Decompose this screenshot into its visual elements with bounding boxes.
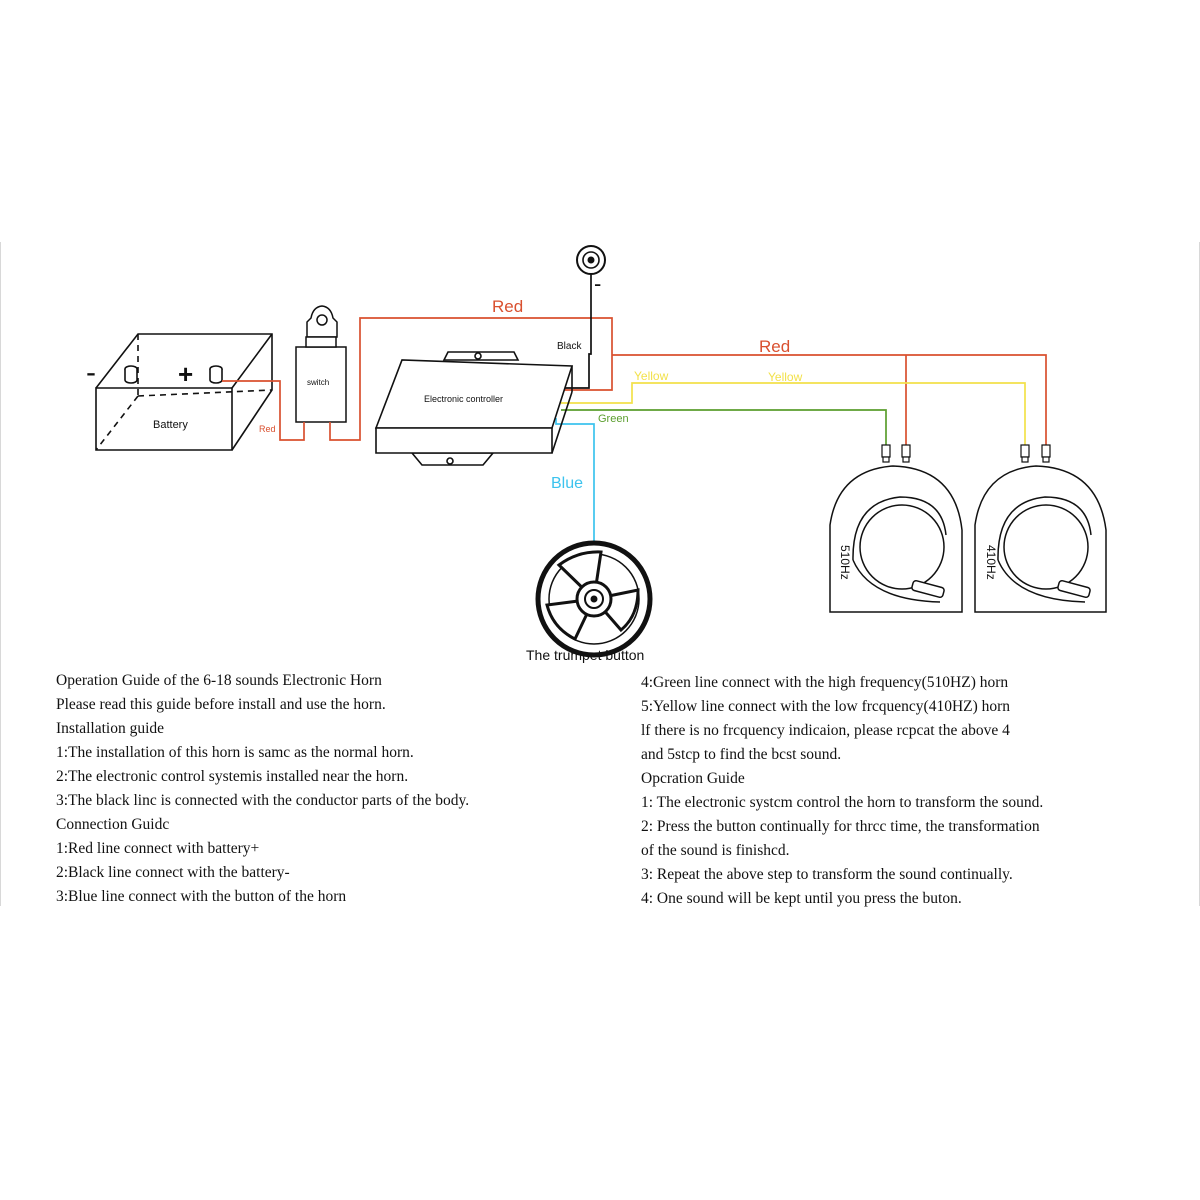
electronic-controller — [374, 351, 574, 466]
wire-label-red-small: Red — [259, 424, 276, 434]
guide-title: Operation Guide of the 6-18 sounds Elect… — [56, 672, 382, 689]
yellow-wire-horns — [561, 382, 1026, 445]
guide-heading: Opcration Guide — [641, 770, 745, 787]
operation-guide-right: 4:Green line connect with the high frequ… — [641, 671, 1043, 911]
guide-line: 5:Yellow line connect with the low frcqu… — [641, 698, 1011, 715]
battery-positive-terminal — [209, 365, 223, 384]
guide-heading: Connection Guidc — [56, 816, 170, 833]
wire-label-red-right: Red — [759, 337, 790, 356]
guide-line: 1:Red line connect with battery+ — [56, 840, 260, 857]
red-wire-switch-controller — [329, 317, 613, 441]
guide-line: 3:Blue line connect with the button of t… — [56, 888, 347, 905]
horn-410hz — [974, 465, 1107, 613]
guide-heading: Installation guide — [56, 720, 165, 737]
trumpet-button-label: The trumpet button — [526, 647, 644, 663]
controller-label: Electronic controller — [424, 394, 503, 404]
guide-line: 2:The electronic control systemis instal… — [56, 768, 409, 785]
guide-line: 1:The installation of this horn is samc … — [56, 744, 414, 761]
battery-plus-sign: + — [178, 359, 193, 389]
black-wire-ground — [563, 273, 592, 389]
wire-label-green: Green — [598, 413, 629, 425]
guide-line: and 5stcp to find the bcst sound. — [641, 746, 842, 763]
wire-label-blue: Blue — [551, 475, 583, 492]
wire-label-yellow-1: Yellow — [634, 369, 669, 383]
switch-label: switch — [307, 378, 329, 387]
blue-wire-button — [555, 418, 595, 583]
red-wire-horns — [612, 354, 1047, 445]
guide-line: 2: Press the button continually for thrc… — [641, 818, 1040, 835]
wire-label-black: Black — [557, 341, 582, 352]
horn-low-label: 410Hz — [984, 545, 998, 580]
guide-line: lf there is no frcquency indicaion, plea… — [641, 722, 1010, 739]
battery-label: Battery — [153, 419, 188, 431]
battery-negative-terminal — [124, 365, 138, 384]
wire-label-yellow-2: Yellow — [768, 370, 803, 384]
ground-minus-sign: - — [594, 271, 601, 296]
guide-line: 3:The black linc is connected with the c… — [56, 792, 470, 809]
trumpet-button — [535, 540, 653, 658]
guide-line: of the sound is finishcd. — [641, 842, 790, 859]
guide-line: 4: One sound will be kept until you pres… — [641, 890, 962, 907]
battery-minus-sign: - — [86, 356, 96, 389]
guide-line: 1: The electronic systcm control the hor… — [641, 794, 1044, 811]
wire-label-red-top: Red — [492, 297, 523, 316]
red-wire-battery-switch — [222, 380, 305, 441]
horn-high-label: 510Hz — [838, 545, 852, 580]
battery — [95, 333, 273, 451]
installation-guide-left: Operation Guide of the 6-18 sounds Elect… — [56, 669, 469, 909]
horn-connectors — [881, 444, 1051, 463]
guide-line: 2:Black line connect with the battery- — [56, 864, 290, 881]
guide-line: 4:Green line connect with the high frequ… — [641, 674, 1009, 691]
left-edge-line — [0, 242, 1, 906]
green-wire-high-horn — [561, 409, 887, 445]
switch — [295, 305, 347, 423]
horn-510hz — [829, 465, 963, 613]
ground-terminal — [576, 245, 606, 275]
guide-line: Please read this guide before install an… — [56, 696, 386, 713]
guide-line: 3: Repeat the above step to transform th… — [641, 866, 1013, 883]
